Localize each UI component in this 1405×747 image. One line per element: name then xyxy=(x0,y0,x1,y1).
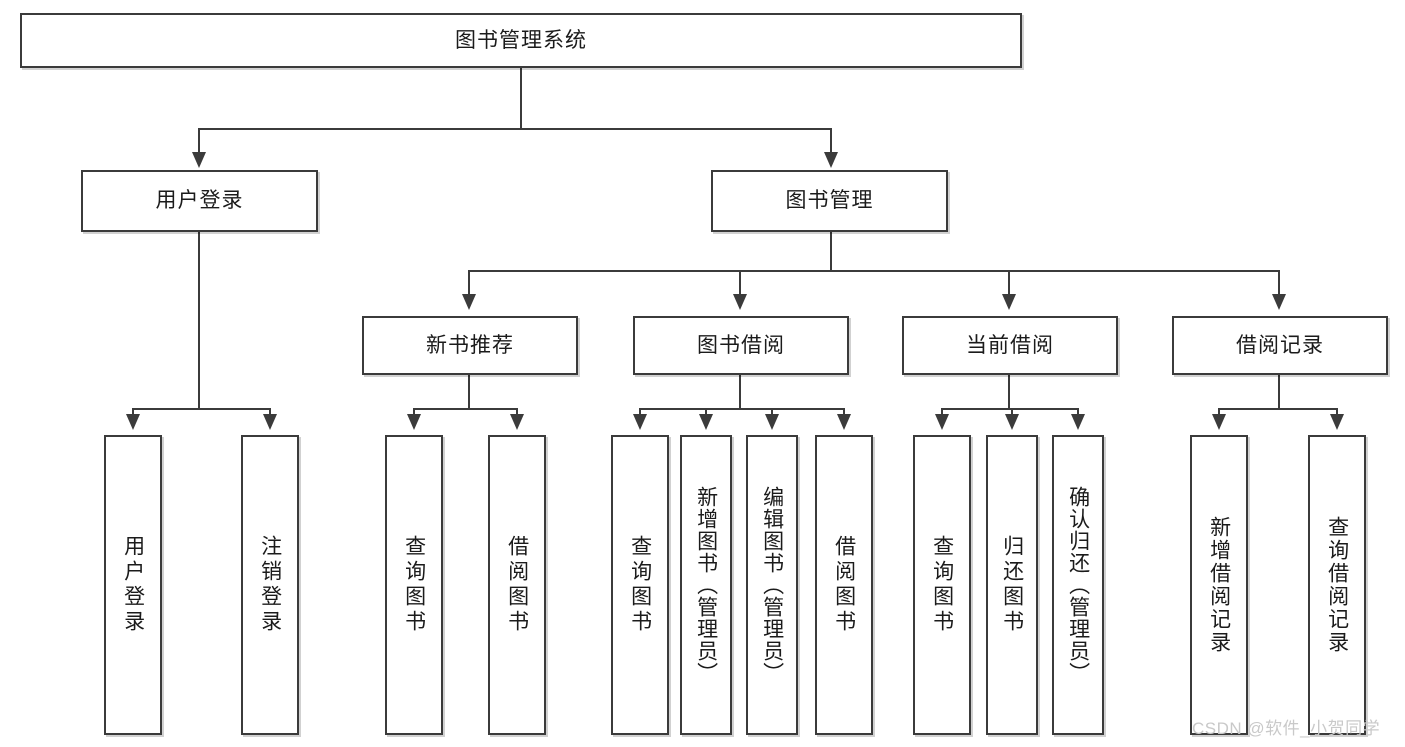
arrow-to-book-manage xyxy=(824,152,838,168)
node-new-book-recommend[interactable]: 新书推荐 xyxy=(362,316,578,375)
node-new-book-recommend-label: 新书推荐 xyxy=(426,333,514,357)
edge-brec-leaf2 xyxy=(1336,408,1338,416)
arrow-rec-leaf2 xyxy=(510,414,524,430)
edge-borrow-record-trunk xyxy=(1278,375,1280,410)
leaf-record-add-borrow-record[interactable]: 新增借阅记录 xyxy=(1190,435,1248,735)
edge-to-user-login xyxy=(198,128,200,156)
leaf-user-logout[interactable]: 注销登录 xyxy=(241,435,299,735)
edge-user-login-bus xyxy=(132,408,270,410)
edge-to-current-borrow xyxy=(1008,270,1010,296)
node-user-login-label: 用户登录 xyxy=(155,189,244,213)
leaf-borrow-edit-book-admin-label: 编辑图书（管理员） xyxy=(760,486,784,684)
csdn-watermark: CSDN @软件_小贺同学 xyxy=(1192,719,1381,738)
edge-to-new-book-rec xyxy=(468,270,470,296)
node-user-login[interactable]: 用户登录 xyxy=(81,170,318,232)
edge-cur-leaf2 xyxy=(1011,408,1013,416)
edge-borrow-leaf4 xyxy=(843,408,845,416)
leaf-current-query-book-label: 查询图书 xyxy=(930,535,954,635)
leaf-recommend-query-book-label: 查询图书 xyxy=(402,535,426,635)
edge-user-login-leaf2 xyxy=(269,408,271,416)
node-borrow-record-label: 借阅记录 xyxy=(1236,333,1324,357)
arrow-borrow-leaf2 xyxy=(699,414,713,430)
arrow-to-user-login xyxy=(192,152,206,168)
edge-root-bus xyxy=(198,128,832,130)
edge-rec-leaf1 xyxy=(413,408,415,416)
arrow-user-login-leaf2 xyxy=(263,414,277,430)
edge-borrow-leaf3 xyxy=(771,408,773,416)
arrow-user-login-leaf1 xyxy=(126,414,140,430)
arrow-borrow-leaf3 xyxy=(765,414,779,430)
leaf-current-confirm-return-admin-label: 确认归还（管理员） xyxy=(1066,486,1090,684)
leaf-recommend-borrow-book-label: 借阅图书 xyxy=(505,535,529,635)
arrow-brec-leaf2 xyxy=(1330,414,1344,430)
edge-borrow-leaf1 xyxy=(639,408,641,416)
edge-user-login-trunk xyxy=(198,232,200,410)
leaf-record-add-borrow-record-label: 新增借阅记录 xyxy=(1207,516,1231,654)
leaf-current-return-book-label: 归还图书 xyxy=(1000,535,1024,635)
node-book-borrow[interactable]: 图书借阅 xyxy=(633,316,849,375)
leaf-borrow-edit-book-admin[interactable]: 编辑图书（管理员） xyxy=(746,435,798,735)
node-root-system[interactable]: 图书管理系统 xyxy=(20,13,1022,68)
edge-user-login-leaf1 xyxy=(132,408,134,416)
arrow-borrow-leaf4 xyxy=(837,414,851,430)
leaf-borrow-add-book-admin-label: 新增图书（管理员） xyxy=(694,486,718,684)
edge-borrow-record-bus xyxy=(1218,408,1337,410)
edge-current-borrow-bus xyxy=(941,408,1078,410)
edge-to-book-manage xyxy=(830,128,832,156)
node-book-manage[interactable]: 图书管理 xyxy=(711,170,948,232)
leaf-user-logout-label: 注销登录 xyxy=(258,535,282,635)
node-book-borrow-label: 图书借阅 xyxy=(697,333,785,357)
edge-borrow-leaf2 xyxy=(705,408,707,416)
edge-book-borrow-bus xyxy=(639,408,845,410)
node-current-borrow[interactable]: 当前借阅 xyxy=(902,316,1118,375)
arrow-cur-leaf1 xyxy=(935,414,949,430)
leaf-borrow-query-book-label: 查询图书 xyxy=(628,535,652,635)
edge-to-book-borrow xyxy=(739,270,741,296)
arrow-to-current-borrow xyxy=(1002,294,1016,310)
edge-book-borrow-trunk xyxy=(739,375,741,410)
node-current-borrow-label: 当前借阅 xyxy=(966,333,1054,357)
arrow-rec-leaf1 xyxy=(407,414,421,430)
leaf-record-query-borrow-record-label: 查询借阅记录 xyxy=(1325,516,1349,654)
node-book-manage-label: 图书管理 xyxy=(785,189,874,213)
edge-new-book-rec-bus xyxy=(413,408,517,410)
edge-new-book-rec-trunk xyxy=(468,375,470,410)
leaf-user-login-label: 用户登录 xyxy=(121,535,145,635)
leaf-borrow-add-book-admin[interactable]: 新增图书（管理员） xyxy=(680,435,732,735)
edge-cur-leaf1 xyxy=(941,408,943,416)
edge-brec-leaf1 xyxy=(1218,408,1220,416)
edge-book-manage-bus xyxy=(468,270,1280,272)
arrow-cur-leaf3 xyxy=(1071,414,1085,430)
arrow-to-borrow-record xyxy=(1272,294,1286,310)
leaf-current-query-book[interactable]: 查询图书 xyxy=(913,435,971,735)
leaf-borrow-lend-book-label: 借阅图书 xyxy=(832,535,856,635)
arrow-to-book-borrow xyxy=(733,294,747,310)
leaf-user-login[interactable]: 用户登录 xyxy=(104,435,162,735)
leaf-borrow-query-book[interactable]: 查询图书 xyxy=(611,435,669,735)
leaf-borrow-lend-book[interactable]: 借阅图书 xyxy=(815,435,873,735)
leaf-current-return-book[interactable]: 归还图书 xyxy=(986,435,1038,735)
leaf-record-query-borrow-record[interactable]: 查询借阅记录 xyxy=(1308,435,1366,735)
edge-cur-leaf3 xyxy=(1077,408,1079,416)
edge-to-borrow-record xyxy=(1278,270,1280,296)
edge-current-borrow-trunk xyxy=(1008,375,1010,410)
arrow-brec-leaf1 xyxy=(1212,414,1226,430)
node-borrow-record[interactable]: 借阅记录 xyxy=(1172,316,1388,375)
arrow-cur-leaf2 xyxy=(1005,414,1019,430)
edge-book-manage-trunk xyxy=(830,232,832,272)
leaf-recommend-query-book[interactable]: 查询图书 xyxy=(385,435,443,735)
node-root-system-label: 图书管理系统 xyxy=(455,28,587,52)
leaf-current-confirm-return-admin[interactable]: 确认归还（管理员） xyxy=(1052,435,1104,735)
edge-root-trunk xyxy=(520,68,522,128)
arrow-to-new-book-rec xyxy=(462,294,476,310)
leaf-recommend-borrow-book[interactable]: 借阅图书 xyxy=(488,435,546,735)
edge-rec-leaf2 xyxy=(516,408,518,416)
arrow-borrow-leaf1 xyxy=(633,414,647,430)
